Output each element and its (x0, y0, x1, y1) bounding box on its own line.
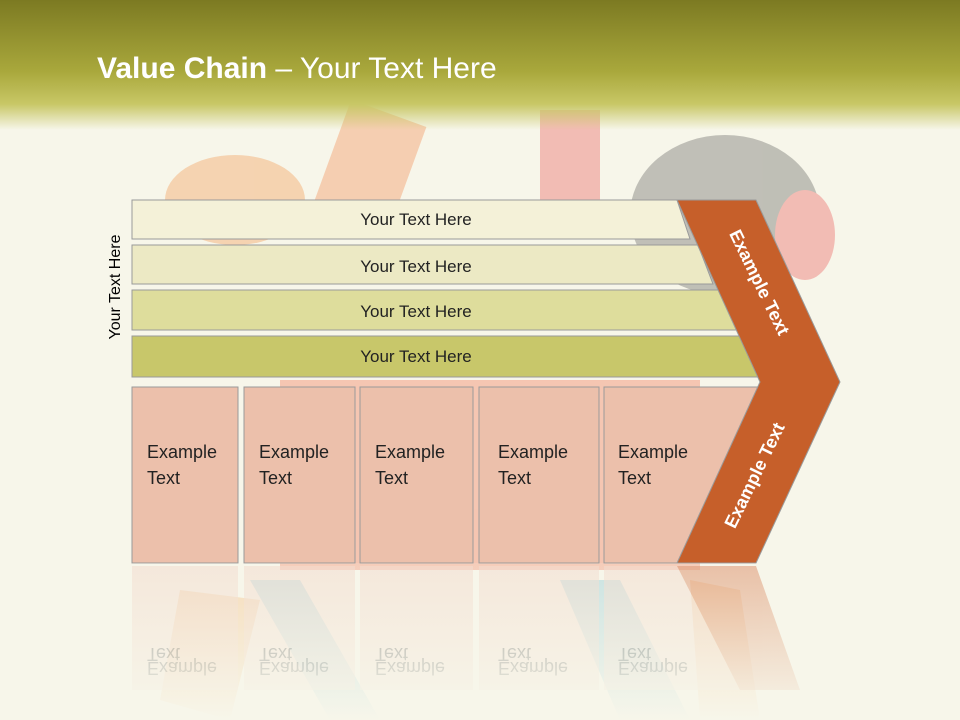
activity-box-1: Example Text (243, 386, 356, 564)
header-band (0, 0, 960, 130)
support-bar-2: Your Text Here (131, 289, 738, 331)
activity-box-line2: Text (498, 468, 531, 488)
title-rest: – Your Text Here (267, 52, 497, 85)
activity-box-2: Example Text (359, 386, 474, 564)
activity-box-4: Example Text (603, 386, 761, 564)
activity-box-0: Example Text (131, 386, 239, 564)
support-bar-3: Your Text Here (131, 335, 763, 378)
activity-box-line2: Text (618, 468, 651, 488)
activity-box-line1: Example (147, 442, 217, 462)
support-bar-label: Your Text Here (360, 347, 472, 366)
support-bar-1: Your Text Here (131, 244, 714, 285)
support-bar-0: Your Text Here (131, 199, 691, 240)
support-bar-shape (131, 199, 691, 240)
activity-box-line2: Text (375, 468, 408, 488)
activity-box-shape (478, 386, 600, 564)
page-title: Value Chain – Your Text Here (97, 52, 497, 86)
margin-chevron: Example Text Example Text (676, 199, 841, 564)
support-bar-label: Your Text Here (360, 210, 472, 229)
activity-box-line2: Text (259, 468, 292, 488)
title-bold: Value Chain (97, 52, 268, 85)
activity-box-line1: Example (498, 442, 568, 462)
dancer-arm-left (313, 99, 427, 231)
dancer-hat (775, 190, 835, 280)
support-bar-shape (131, 244, 714, 285)
reflection-fade (120, 563, 840, 720)
support-bar-label: Your Text Here (360, 257, 472, 276)
activity-box-line2: Text (147, 468, 180, 488)
activity-box-line1: Example (618, 442, 688, 462)
activity-box-line1: Example (375, 442, 445, 462)
activity-box-3: Example Text (478, 386, 600, 564)
activity-box-line1: Example (259, 442, 329, 462)
margin-chevron-shape (676, 199, 841, 564)
activity-box-shape (131, 386, 239, 564)
support-bar-label: Your Text Here (360, 302, 472, 321)
activity-box-shape (243, 386, 356, 564)
